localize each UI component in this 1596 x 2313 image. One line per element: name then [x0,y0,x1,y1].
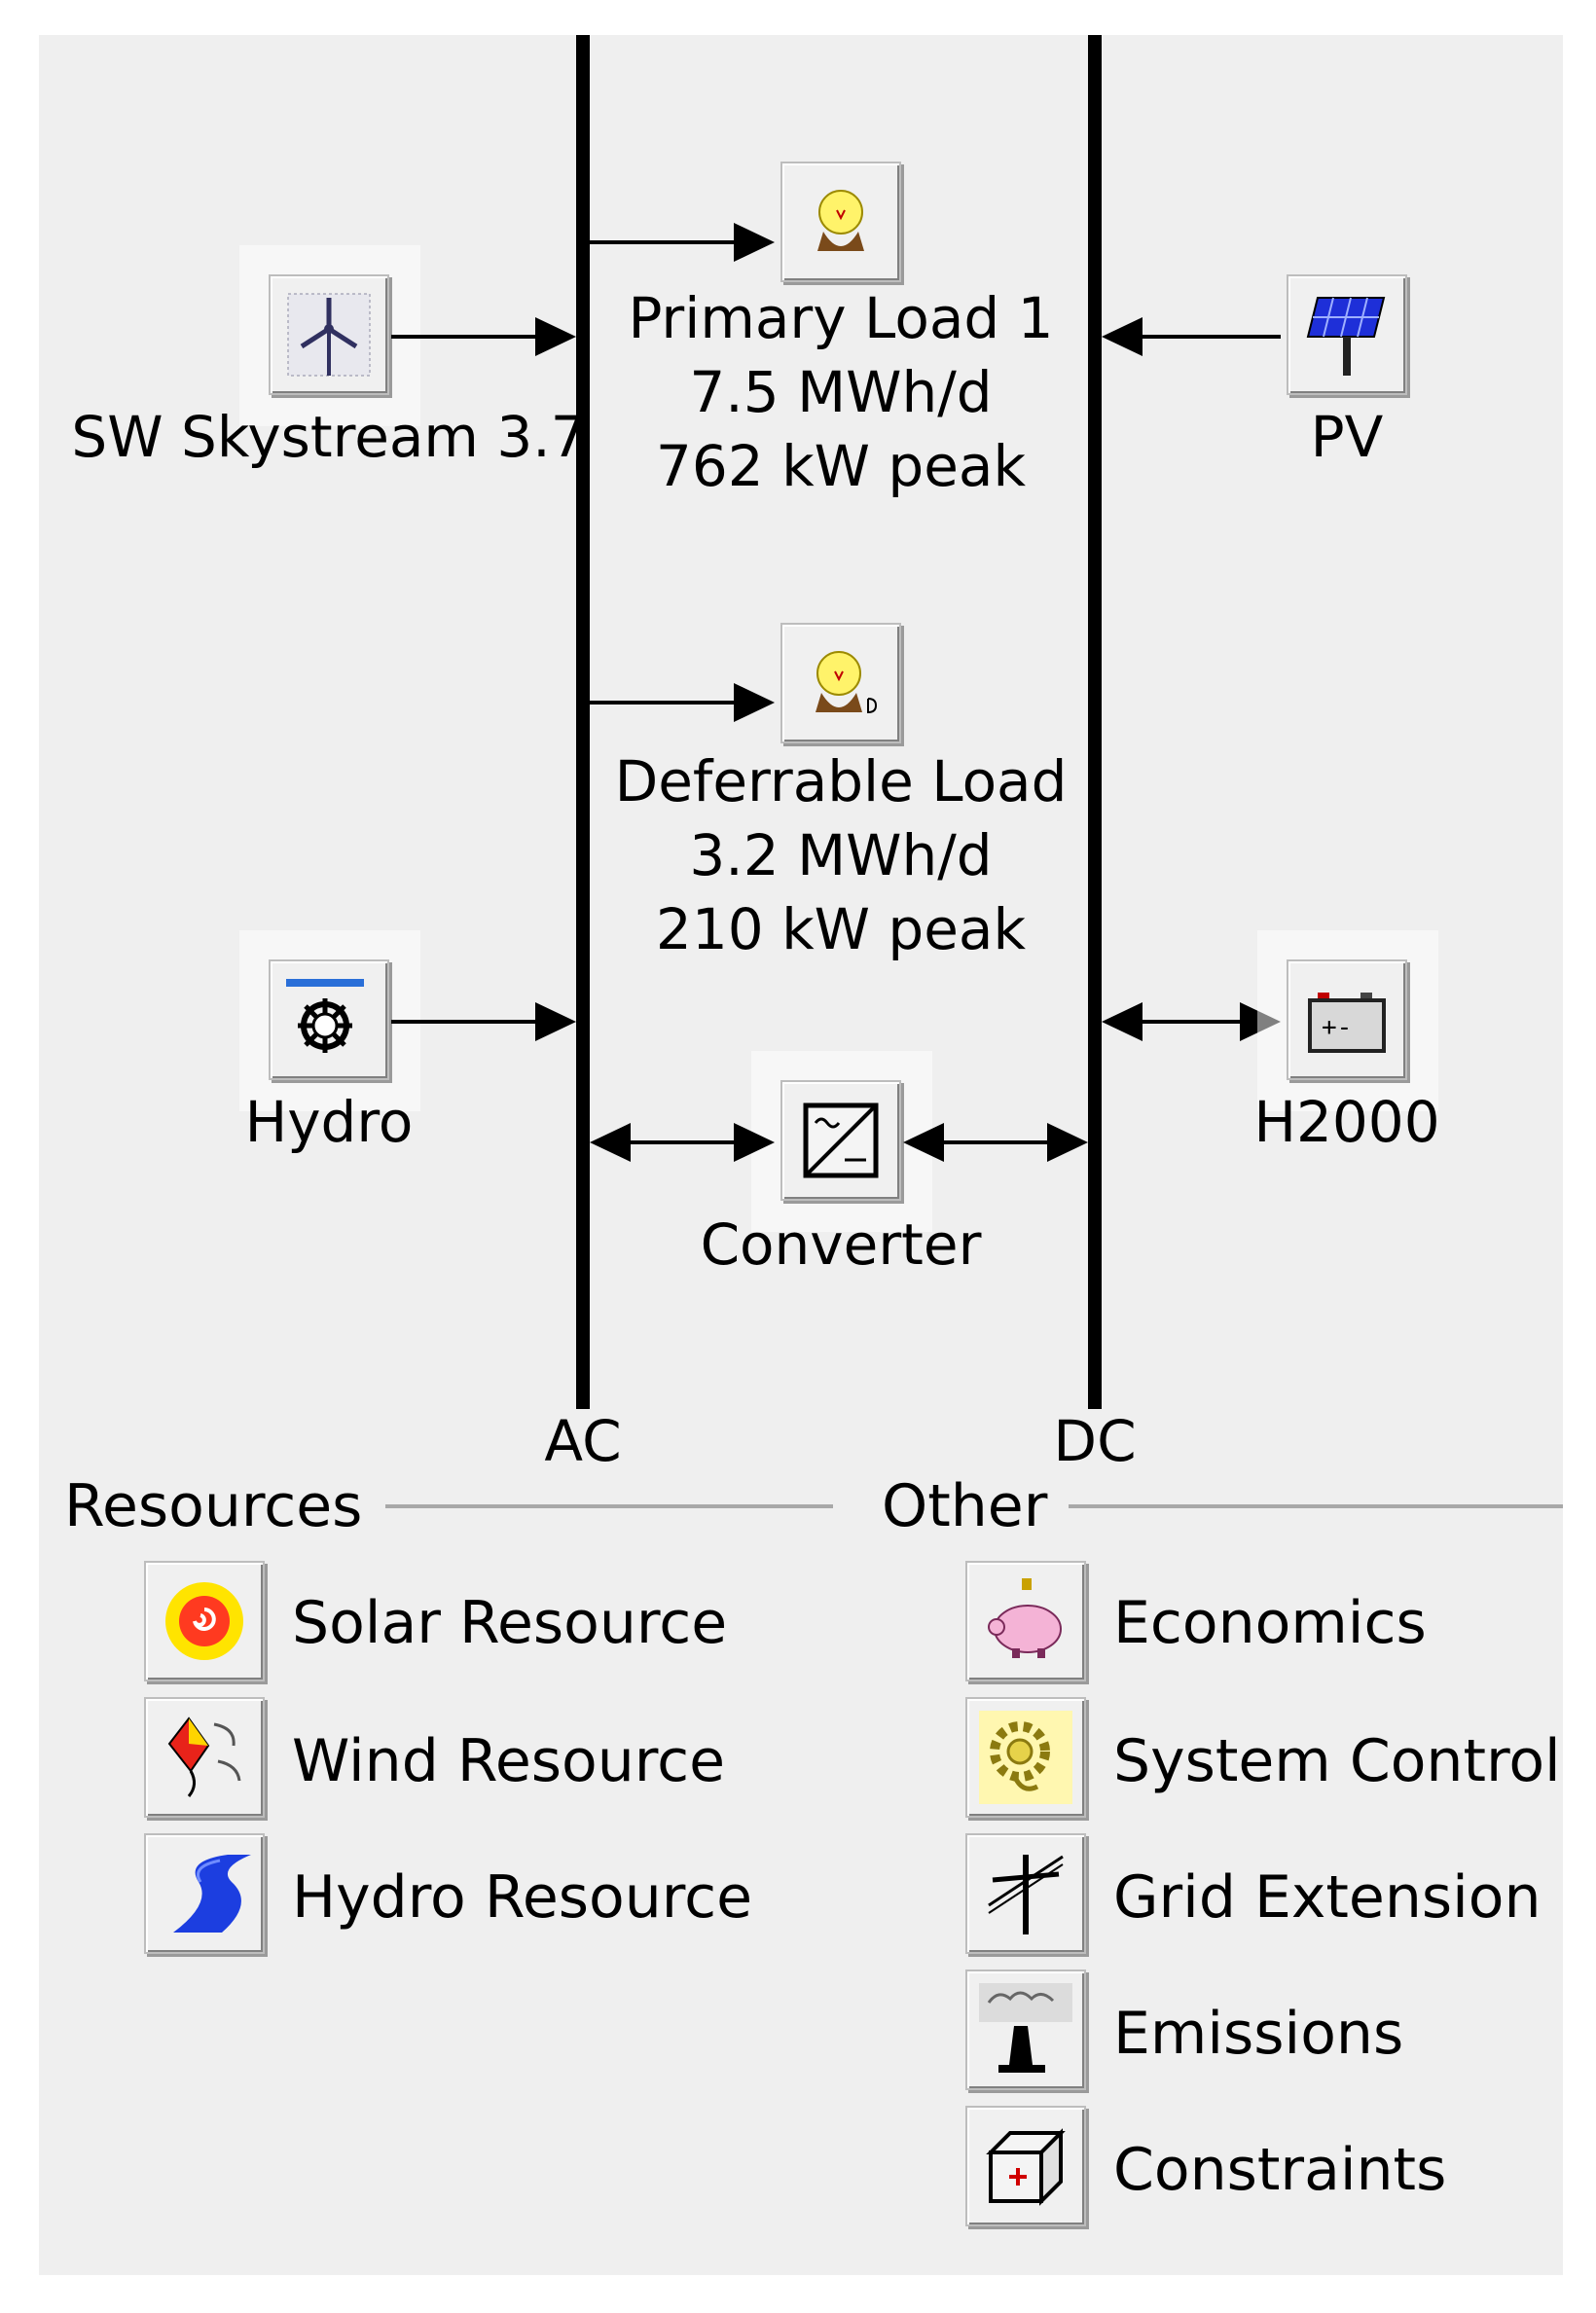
hydro-label: Hydro [244,1089,414,1155]
smokestack-icon [979,1983,1072,2073]
emissions-label[interactable]: Emissions [1113,2000,1404,2068]
kite-icon [167,1717,241,1797]
resources-separator [385,1504,833,1508]
solar-resource-label[interactable]: Solar Resource [292,1589,728,1657]
hydro-to-ac-arrow [391,1002,576,1041]
dc-bus-line [1088,35,1102,1409]
ac-bus-line [576,35,590,1409]
ac-bus-label: AC [544,1408,622,1474]
grid-extension-label[interactable]: Grid Extension [1113,1863,1542,1932]
river-icon [173,1855,251,1933]
ac-to-primary-load-arrow [590,223,775,262]
pv-label: PV [1310,404,1384,470]
hydro-button[interactable] [269,959,389,1080]
gear-bulb-icon [979,1711,1072,1804]
deferrable-load-button[interactable] [780,623,901,743]
light-bulb-icon [817,190,864,251]
primary-load-energy: 7.5 MWh/d [689,359,993,425]
wind-turbine-icon [287,293,371,377]
wind-resource-label[interactable]: Wind Resource [292,1727,726,1795]
water-wheel-icon [286,979,364,1053]
wind-turbine-label: SW Skystream 3.7 [71,404,587,470]
solar-panel-icon [1306,297,1386,376]
pv-button[interactable] [1287,274,1407,395]
battery-icon: +- [1308,993,1386,1053]
dc-bus-label: DC [1053,1408,1137,1474]
hydro-resource-button[interactable] [144,1833,265,1954]
other-header: Other [882,1472,1048,1540]
ac-converter-arrow [590,1123,775,1162]
constraints-label[interactable]: Constraints [1113,2136,1447,2204]
system-control-button[interactable] [965,1697,1086,1818]
converter-button[interactable] [780,1080,901,1201]
solar-resource-button[interactable] [144,1561,265,1681]
other-separator [1069,1504,1563,1508]
dc-battery-arrow [1102,1002,1281,1041]
pv-to-dc-arrow [1102,317,1281,356]
schematic-panel: AC DC Primary Load 1 7.5 MWh/d 762 kW pe… [39,35,1563,2275]
converter-icon [803,1102,879,1178]
economics-label[interactable]: Economics [1113,1589,1427,1657]
sun-icon [165,1582,243,1660]
deferrable-load-name: Deferrable Load [614,748,1068,814]
converter-dc-arrow [903,1123,1088,1162]
grid-extension-button[interactable] [965,1833,1086,1954]
battery-button[interactable]: +- [1287,959,1407,1080]
primary-load-button[interactable] [780,162,901,282]
deferrable-load-energy: 3.2 MWh/d [689,822,993,888]
primary-load-name: Primary Load 1 [628,285,1054,351]
cube-icon [986,2128,1066,2206]
piggy-bank-icon [988,1578,1062,1658]
economics-button[interactable] [965,1561,1086,1681]
deferrable-load-peak: 210 kW peak [655,896,1027,962]
hydro-resource-label[interactable]: Hydro Resource [292,1863,752,1932]
wind-resource-button[interactable] [144,1697,265,1818]
constraints-button[interactable] [965,2106,1086,2226]
wind-turbine-button[interactable] [269,274,389,395]
converter-label: Converter [700,1211,982,1278]
system-control-label[interactable]: System Control [1113,1727,1561,1795]
svg-text:+-: +- [1322,1013,1352,1042]
power-pole-icon [988,1855,1064,1934]
light-bulb-icon [816,651,878,714]
resources-header: Resources [64,1472,363,1540]
ac-to-deferrable-load-arrow [590,683,775,722]
emissions-button[interactable] [965,1970,1086,2090]
wind-to-ac-arrow [391,317,576,356]
primary-load-peak: 762 kW peak [655,433,1027,499]
battery-label: H2000 [1253,1089,1440,1155]
